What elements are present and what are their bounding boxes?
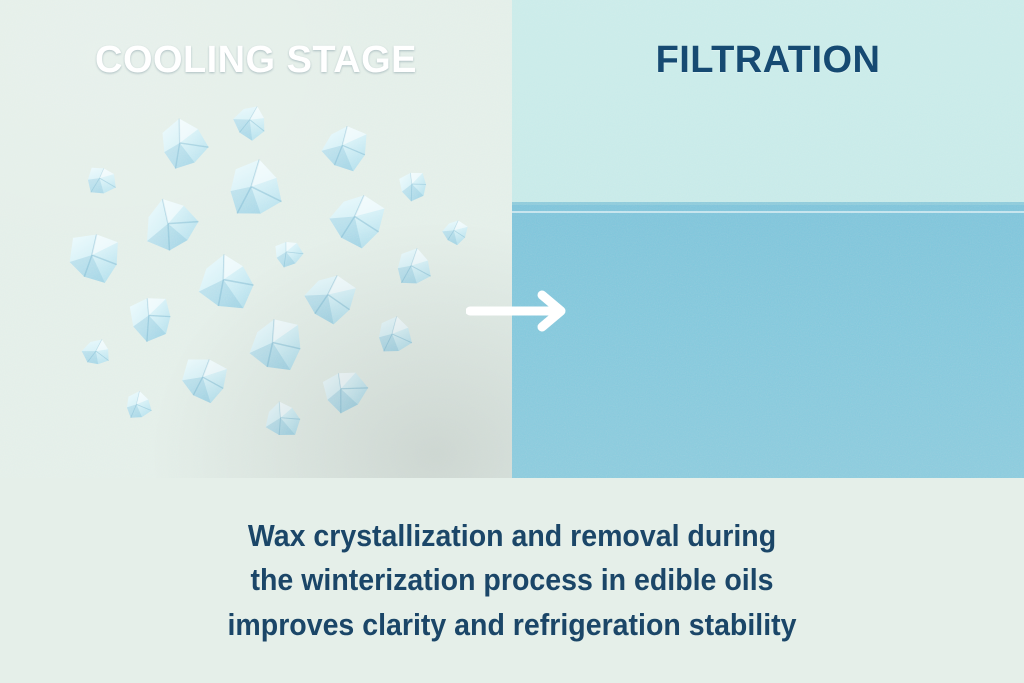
wax-crystal bbox=[397, 248, 431, 284]
caption-panel: Wax crystallization and removal during t… bbox=[0, 478, 1024, 683]
wax-crystal bbox=[81, 339, 109, 365]
wax-crystal bbox=[329, 194, 385, 249]
filtered-oil-liquid bbox=[512, 202, 1024, 478]
wax-crystal bbox=[399, 172, 427, 202]
caption-line-3: improves clarity and refrigeration stabi… bbox=[227, 606, 797, 642]
wax-crystal bbox=[87, 167, 116, 194]
wax-crystal bbox=[442, 220, 468, 246]
liquid-surface-highlight bbox=[512, 211, 1024, 213]
arrow-container bbox=[465, 288, 574, 334]
wax-crystal bbox=[233, 106, 265, 141]
wax-crystal bbox=[230, 159, 282, 214]
caption-line-2: the winterization process in edible oils bbox=[250, 562, 774, 598]
liquid-surface-line bbox=[512, 202, 1024, 205]
wax-crystal bbox=[182, 359, 228, 404]
illustration-band: COOLING STAGE FILTRATION bbox=[0, 0, 1024, 478]
wax-crystal bbox=[321, 126, 367, 172]
wax-crystal bbox=[126, 391, 152, 418]
wax-crystal bbox=[129, 298, 171, 342]
wax-crystal bbox=[304, 275, 356, 325]
wax-crystal bbox=[378, 316, 413, 352]
arrow-right-icon bbox=[465, 290, 566, 332]
wax-crystal bbox=[198, 254, 254, 309]
wax-crystal bbox=[275, 241, 304, 268]
wax-crystal bbox=[322, 372, 369, 414]
panel-title-cooling-stage: COOLING STAGE bbox=[95, 39, 417, 81]
panel-title-filtration: FILTRATION bbox=[655, 39, 881, 81]
caption-line-1: Wax crystallization and removal during bbox=[247, 518, 777, 554]
caption-text: Wax crystallization and removal during t… bbox=[116, 514, 907, 646]
wax-crystal bbox=[147, 198, 199, 251]
wax-crystal bbox=[249, 319, 301, 370]
wax-crystal bbox=[69, 234, 118, 283]
wax-crystal bbox=[162, 118, 209, 169]
wax-crystal bbox=[265, 401, 301, 435]
